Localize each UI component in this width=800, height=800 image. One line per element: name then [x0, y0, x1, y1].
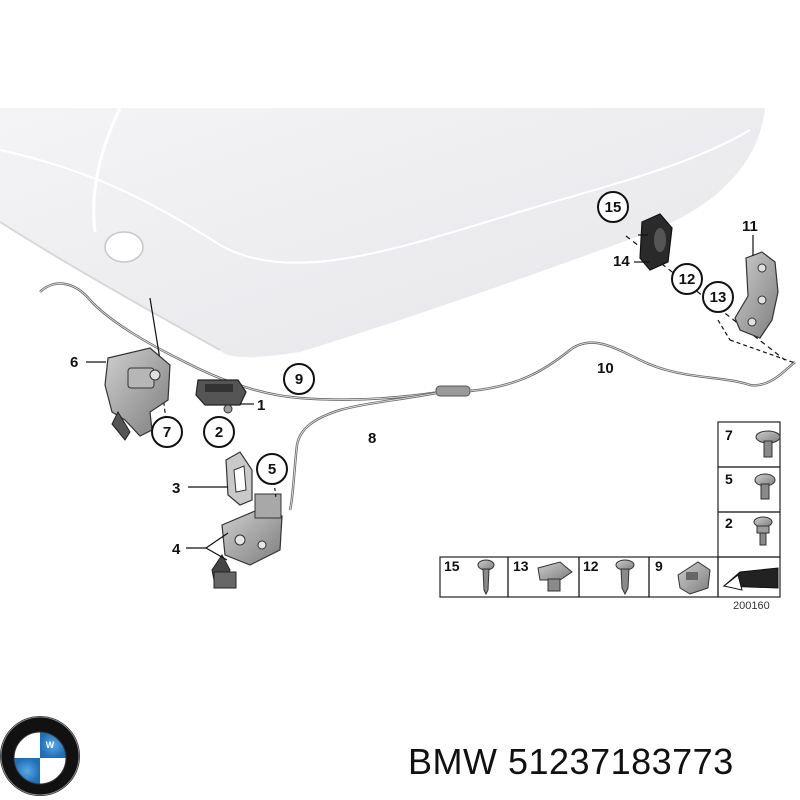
leader-line [205, 547, 228, 561]
screw-15-icon [477, 559, 495, 596]
part-number-title: BMW 51237183773 [408, 741, 734, 782]
callout-10: 10 [597, 360, 614, 377]
callout-2: 2 [203, 416, 235, 448]
direction-arrow-icon [722, 567, 779, 591]
callout-3: 3 [172, 480, 181, 497]
table-cell-number: 13 [513, 558, 529, 574]
support-bracket-part [734, 251, 779, 339]
screw-12-icon [615, 559, 635, 596]
table-cell-number: 2 [725, 515, 733, 531]
leader-line [205, 532, 229, 549]
nut-13-icon [537, 561, 573, 592]
callout-5: 5 [256, 453, 288, 485]
callout-13: 13 [702, 281, 734, 313]
callout-1: 1 [257, 397, 266, 414]
bracket-part [225, 451, 253, 506]
callout-8: 8 [368, 430, 377, 447]
washer-nozzle-hole [104, 231, 144, 263]
release-cable [39, 283, 441, 400]
bmw-logo: BMW [0, 716, 80, 796]
diagram-code: 200160 [733, 600, 770, 612]
callout-6: 6 [70, 354, 79, 371]
screw-2-icon [753, 516, 773, 546]
bmw-logo-letters: BMW [20, 740, 61, 750]
hood-lock-part [211, 493, 283, 589]
callout-9: 9 [283, 363, 315, 395]
callout-11: 11 [742, 218, 758, 235]
screw-5-icon [754, 473, 776, 500]
hood-shadow-edge [0, 221, 221, 351]
table-cell-number: 12 [583, 558, 599, 574]
release-cable-front [469, 342, 796, 392]
callout-14: 14 [613, 253, 630, 270]
lock-cable [288, 391, 437, 511]
table-cell-number: 15 [444, 558, 460, 574]
hood-contact-switch-part [195, 379, 247, 414]
clip-9-icon [677, 561, 711, 595]
rubber-buffer-part [639, 213, 673, 271]
table-cell-number: 5 [725, 471, 733, 487]
hood-panel [0, 108, 765, 358]
guide-line [717, 319, 731, 341]
guide-line [161, 387, 167, 421]
callout-4: 4 [172, 541, 181, 558]
hood-latch-part [104, 347, 171, 441]
table-cell-number: 7 [725, 427, 733, 443]
hood-crease [0, 129, 751, 264]
cable-connector [435, 385, 471, 397]
hood-crease [92, 107, 122, 233]
guide-line [729, 339, 796, 364]
lock-cable [289, 392, 437, 511]
screw-7-icon [755, 430, 781, 458]
table-cell-number: 9 [655, 558, 663, 574]
callout-15: 15 [597, 191, 629, 223]
callout-12: 12 [671, 263, 703, 295]
callout-7: 7 [151, 416, 183, 448]
parts-table [439, 421, 781, 598]
